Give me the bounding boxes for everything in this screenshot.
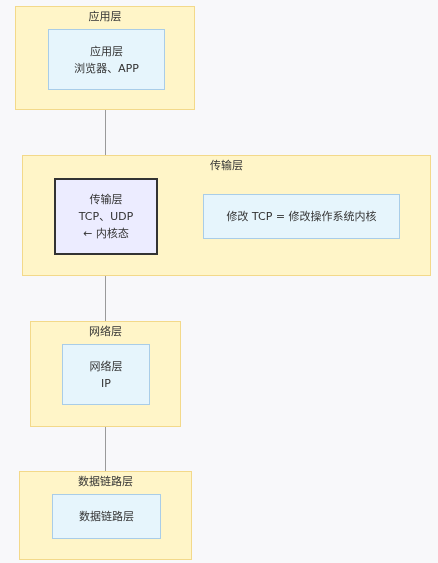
layer-connector-line	[105, 88, 106, 493]
transport-kernel-note[interactable]: 修改 TCP = 修改操作系统内核	[203, 194, 400, 239]
transport-node-label: 传输层	[89, 193, 123, 206]
transport-node-kernel-note: ← 内核态	[83, 227, 129, 240]
transport-layer-node[interactable]: 传输层 TCP、UDP ← 内核态	[54, 178, 158, 255]
transport-note-text: 修改 TCP = 修改操作系统内核	[226, 210, 377, 223]
network-layer-node[interactable]: 网络层 IP	[62, 344, 150, 405]
transport-node-protocols: TCP、UDP	[78, 210, 134, 223]
network-layer-title: 网络层	[89, 325, 122, 338]
network-layer-group: 网络层 网络层 IP	[30, 321, 181, 427]
datalink-layer-group: 数据链路层 数据链路层	[19, 471, 192, 560]
transport-layer-group: 传输层 传输层 TCP、UDP ← 内核态 修改 TCP = 修改操作系统内核	[22, 155, 431, 276]
network-node-protocol: IP	[101, 376, 111, 390]
transport-layer-title: 传输层	[210, 159, 243, 172]
datalink-layer-node[interactable]: 数据链路层	[52, 494, 161, 539]
application-node-examples: 浏览器、APP	[74, 61, 139, 75]
application-layer-node[interactable]: 应用层 浏览器、APP	[48, 29, 165, 90]
datalink-layer-title: 数据链路层	[78, 475, 133, 488]
application-layer-group: 应用层 应用层 浏览器、APP	[15, 6, 195, 110]
datalink-node-label: 数据链路层	[79, 510, 134, 523]
network-node-label: 网络层	[89, 359, 123, 373]
application-layer-title: 应用层	[88, 10, 122, 23]
application-node-label: 应用层	[90, 44, 123, 58]
